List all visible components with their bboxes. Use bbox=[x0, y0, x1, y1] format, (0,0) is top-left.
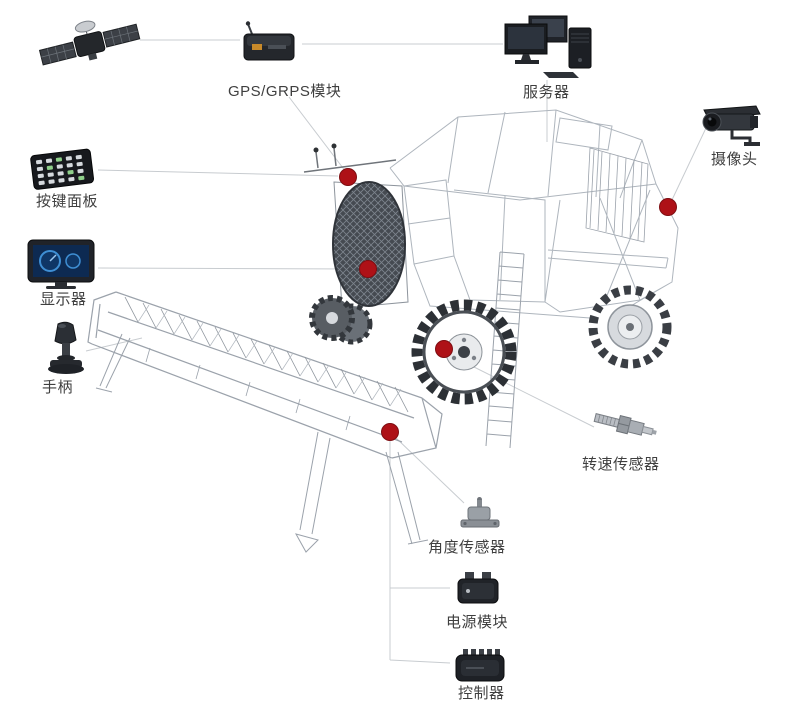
wire-deck bbox=[145, 347, 351, 431]
gps-module-icon bbox=[238, 20, 302, 75]
wire-roof bbox=[389, 109, 657, 201]
wire-body bbox=[544, 183, 679, 319]
marker-dot bbox=[359, 260, 377, 278]
marker-dot bbox=[659, 198, 677, 216]
power-module-label: 电源模块 bbox=[446, 614, 509, 631]
wire-slats bbox=[585, 147, 649, 243]
joystick-icon bbox=[42, 320, 90, 383]
wire-legs bbox=[95, 333, 429, 553]
marker-dot bbox=[339, 168, 357, 186]
camera-label: 摄像头 bbox=[711, 151, 758, 168]
speed-sensor-label: 转速传感器 bbox=[582, 456, 660, 473]
mesh-hatch bbox=[332, 181, 406, 307]
server-icon bbox=[503, 14, 595, 87]
speed-sensor-icon bbox=[590, 406, 660, 451]
server-label: 服务器 bbox=[523, 84, 570, 101]
satellite-icon bbox=[36, 6, 144, 87]
controller-icon bbox=[450, 643, 510, 692]
connector-lines bbox=[85, 39, 707, 664]
rear-wheel bbox=[588, 285, 672, 369]
wire-reel-2 bbox=[137, 304, 402, 407]
antenna-bar bbox=[303, 147, 397, 173]
display-label: 显示器 bbox=[40, 291, 87, 308]
marker-dot bbox=[381, 423, 399, 441]
camera-icon bbox=[698, 100, 772, 153]
joystick-label: 手柄 bbox=[42, 379, 74, 396]
controller-label: 控制器 bbox=[458, 685, 505, 702]
angle-sensor-icon bbox=[456, 496, 504, 541]
power-module-icon bbox=[450, 568, 506, 617]
antenna-tip bbox=[313, 147, 319, 153]
antenna-tip bbox=[331, 143, 337, 149]
angle-sensor-label: 角度传感器 bbox=[428, 539, 506, 556]
marker-dot bbox=[435, 340, 453, 358]
header-wheels bbox=[309, 295, 373, 345]
wire-reel bbox=[124, 296, 409, 413]
gps-module-label: GPS/GRPS模块 bbox=[228, 83, 342, 100]
display-icon bbox=[26, 238, 100, 297]
keypad-icon bbox=[28, 144, 100, 197]
keypad-label: 按键面板 bbox=[36, 193, 99, 210]
wire-cab bbox=[403, 179, 591, 319]
front-wheel bbox=[411, 299, 517, 405]
